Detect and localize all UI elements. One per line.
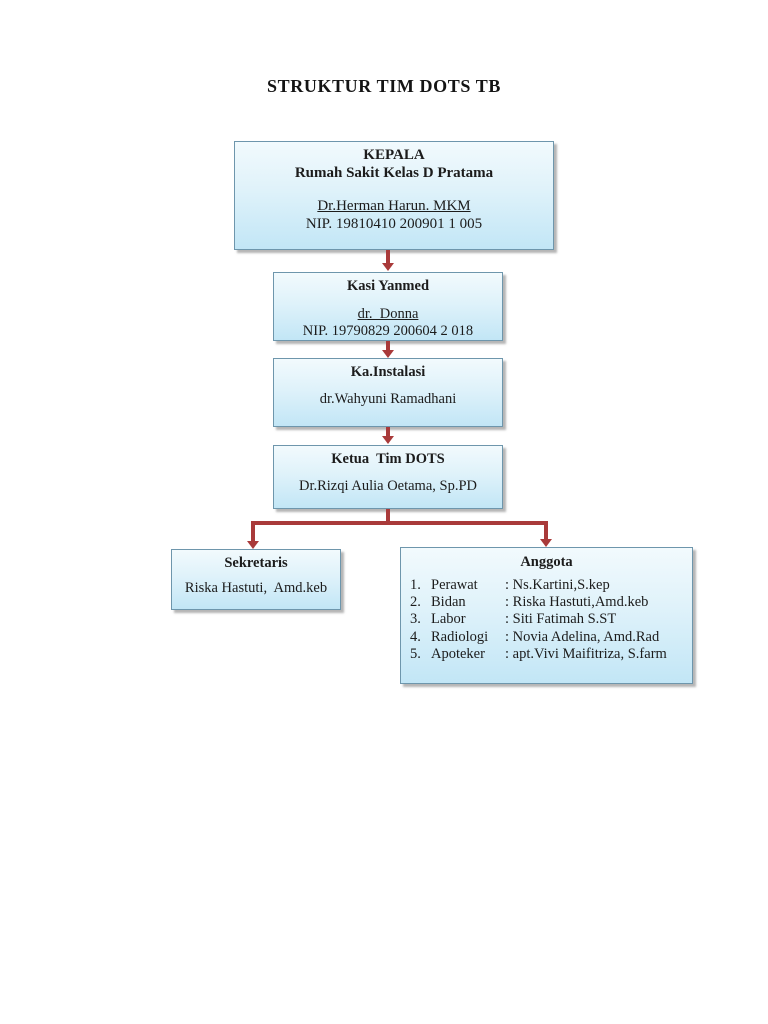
org-box-kasi-yanmed: Kasi Yanmed dr. Donna NIP. 19790829 2006…	[273, 272, 503, 341]
person-nip: NIP. 19790829 200604 2 018	[302, 323, 474, 339]
person-nip: NIP. 19810410 200901 1 005	[305, 215, 483, 232]
box-title: Ka.Instalasi	[350, 364, 426, 380]
org-box-anggota: Anggota 1. Perawat : Ns.Kartini,S.kep 2.…	[400, 547, 693, 684]
member-role: Bidan	[431, 594, 466, 611]
member-number: 4.	[410, 628, 421, 645]
member-role: Labor	[431, 611, 466, 628]
member-row: 2. Bidan : Riska Hastuti,Amd.keb	[410, 594, 692, 611]
member-number: 3.	[410, 611, 421, 628]
person-name: dr.Wahyuni Ramadhani	[319, 391, 457, 407]
org-box-ketua-tim-dots: Ketua Tim DOTS Dr.Rizqi Aulia Oetama, Sp…	[273, 445, 503, 509]
member-list: 1. Perawat : Ns.Kartini,S.kep 2. Bidan :…	[401, 577, 692, 663]
person-name: dr. Donna	[357, 306, 419, 322]
member-person: : apt.Vivi Maifitriza, S.farm	[505, 645, 667, 662]
member-row: 1. Perawat : Ns.Kartini,S.kep	[410, 577, 692, 594]
person-name: Dr.Herman Harun. MKM	[317, 198, 471, 214]
person-name: Dr.Rizqi Aulia Oetama, Sp.PD	[298, 478, 477, 494]
member-number: 2.	[410, 594, 421, 611]
page-title: STRUKTUR TIM DOTS TB	[267, 76, 501, 96]
box-title: Kasi Yanmed	[346, 278, 430, 294]
org-box-ka-instalasi: Ka.Instalasi dr.Wahyuni Ramadhani	[273, 358, 503, 427]
box-title: Anggota	[520, 554, 573, 570]
org-box-kepala: KEPALA Rumah Sakit Kelas D Pratama Dr.He…	[234, 141, 554, 250]
member-role: Radiologi	[431, 628, 489, 645]
member-person: : Siti Fatimah S.ST	[505, 611, 617, 628]
member-row: 5. Apoteker : apt.Vivi Maifitriza, S.far…	[410, 646, 692, 663]
member-row: 4. Radiologi : Novia Adelina, Amd.Rad	[410, 629, 692, 646]
member-person: : Novia Adelina, Amd.Rad	[505, 628, 660, 645]
box-title-line2: Rumah Sakit Kelas D Pratama	[294, 164, 494, 181]
box-title: Sekretaris	[224, 555, 288, 571]
member-number: 1.	[410, 577, 421, 593]
org-box-sekretaris: Sekretaris Riska Hastuti, Amd.keb	[171, 549, 341, 610]
box-title-line1: KEPALA	[363, 147, 425, 163]
member-row: 3. Labor : Siti Fatimah S.ST	[410, 611, 692, 628]
person-name: Riska Hastuti, Amd.keb	[184, 580, 328, 596]
member-number: 5.	[410, 645, 421, 662]
member-role: Perawat	[431, 577, 478, 593]
member-person: : Riska Hastuti,Amd.keb	[505, 594, 649, 611]
member-person: : Ns.Kartini,S.kep	[505, 577, 610, 593]
box-title: Ketua Tim DOTS	[331, 451, 445, 467]
member-role: Apoteker	[431, 645, 485, 662]
